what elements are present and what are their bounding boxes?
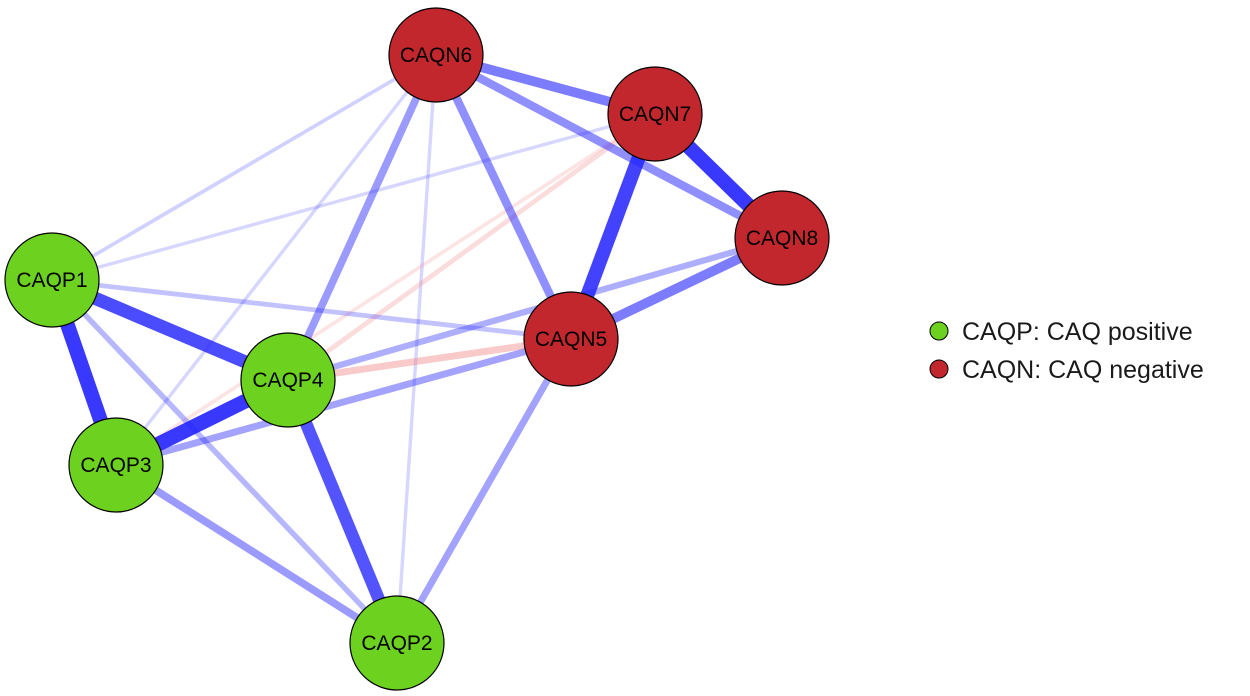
edge-caqn6-caqn8 xyxy=(434,51,784,242)
edge-caqn5-caqp2 xyxy=(394,337,574,645)
node-circle-caqp2 xyxy=(349,595,445,691)
node-circle-caqp1 xyxy=(4,232,100,328)
node-caqn8: CAQN8 xyxy=(734,190,830,286)
node-caqp4: CAQP4 xyxy=(240,332,336,428)
legend-label-positive: CAQP: CAQ positive xyxy=(962,318,1193,346)
node-circle-caqp3 xyxy=(68,417,164,513)
legend: CAQP: CAQ positive CAQN: CAQ negative xyxy=(929,318,1204,384)
node-circle-caqn5 xyxy=(523,291,619,387)
node-label-caqp4: CAQP4 xyxy=(252,369,324,392)
edge-caqn6-caqp4 xyxy=(284,53,440,382)
edge-caqn5-caqp1 xyxy=(51,277,572,342)
edge-caqn6-caqp1 xyxy=(51,53,437,282)
legend-label-negative: CAQN: CAQ negative xyxy=(962,356,1204,384)
node-caqn6: CAQN6 xyxy=(388,7,484,103)
node-caqp3: CAQP3 xyxy=(68,417,164,513)
legend-swatch-negative xyxy=(929,359,949,379)
node-label-caqp1: CAQP1 xyxy=(16,269,87,292)
node-label-caqp3: CAQP3 xyxy=(80,454,151,477)
edge-caqn7-caqp3 xyxy=(114,112,657,467)
node-caqp2: CAQP2 xyxy=(349,595,445,691)
edge-caqp3-caqn6 xyxy=(114,53,438,467)
legend-swatch-positive xyxy=(929,321,949,341)
node-caqn5: CAQN5 xyxy=(523,291,619,387)
edge-caqp1-caqp2 xyxy=(50,278,399,645)
node-label-caqn8: CAQN8 xyxy=(746,227,818,250)
edge-caqn7-caqp1 xyxy=(51,112,656,282)
edge-caqn6-caqn5 xyxy=(432,53,575,341)
node-caqn7: CAQN7 xyxy=(607,66,703,162)
node-label-caqn5: CAQN5 xyxy=(535,328,607,351)
node-circle-caqn7 xyxy=(607,66,703,162)
edge-caqn5-caqp4 xyxy=(287,335,572,384)
node-label-caqn7: CAQN7 xyxy=(619,103,691,126)
edge-caqn6-caqp2 xyxy=(395,54,438,644)
edge-caqn7-caqp4 xyxy=(286,112,657,382)
node-caqp1: CAQP1 xyxy=(4,232,100,328)
node-circle-caqn6 xyxy=(388,7,484,103)
edge-caqp3-caqp2 xyxy=(113,461,400,647)
node-circle-caqp4 xyxy=(240,332,336,428)
node-label-caqp2: CAQP2 xyxy=(361,632,432,655)
node-circle-caqn8 xyxy=(734,190,830,286)
node-label-caqn6: CAQN6 xyxy=(400,44,472,67)
edge-caqn5-caqp3 xyxy=(115,335,572,469)
